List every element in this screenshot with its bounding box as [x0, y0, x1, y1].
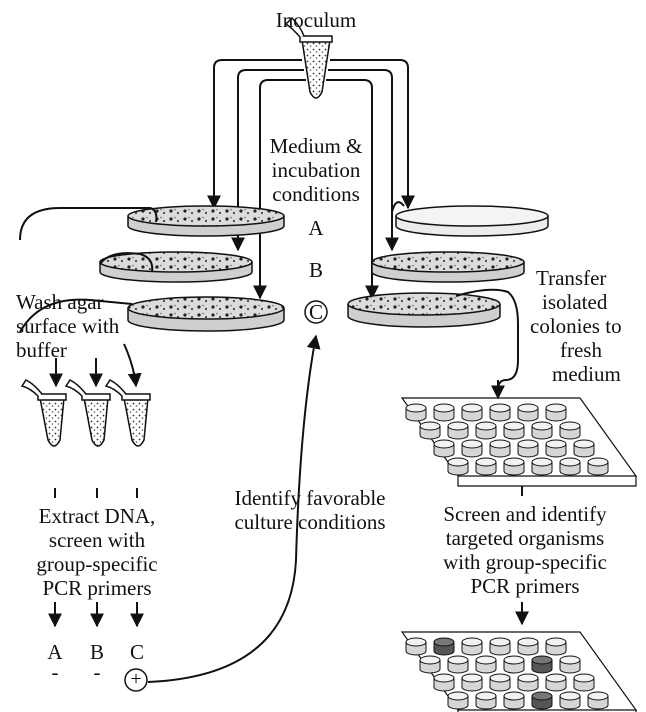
- tube-ticks: [55, 488, 137, 498]
- inoculum-label: Inoculum: [268, 8, 364, 32]
- right-plates: [348, 206, 548, 327]
- well-top: [448, 458, 468, 466]
- well-top: [434, 440, 454, 448]
- well-top: [434, 404, 454, 412]
- tube-b: [66, 380, 110, 446]
- wash-label-3: buffer: [16, 338, 67, 362]
- well-top: [490, 440, 510, 448]
- well-top: [546, 440, 566, 448]
- screen-label-2: targeted organisms: [420, 526, 630, 550]
- well-top: [420, 422, 440, 430]
- well-top: [490, 674, 510, 682]
- result-arrows: [55, 602, 137, 626]
- result-c-label: C: [125, 640, 149, 664]
- well-top: [490, 638, 510, 646]
- well-top: [462, 674, 482, 682]
- well-top: [434, 674, 454, 682]
- well-top: [406, 404, 426, 412]
- screen-label-3: with group-specific: [420, 550, 630, 574]
- result-b-sign: -: [85, 660, 109, 684]
- extract-label-2: screen with: [0, 528, 194, 552]
- well-top: [546, 638, 566, 646]
- well-plate-1: [402, 398, 636, 486]
- well-top: [406, 638, 426, 646]
- well-top: [504, 458, 524, 466]
- well-top: [560, 692, 580, 700]
- medium-label-1: Medium &: [252, 134, 380, 158]
- well-top: [504, 422, 524, 430]
- condition-a-label: A: [296, 216, 336, 240]
- well-top: [560, 422, 580, 430]
- well-top: [560, 458, 580, 466]
- condition-c-label: C: [296, 300, 336, 324]
- wash-arrows: [56, 344, 136, 386]
- well-top: [462, 638, 482, 646]
- well-top: [476, 692, 496, 700]
- transfer-label-1: Transfer: [536, 266, 606, 290]
- well-top: [476, 656, 496, 664]
- well-top: [420, 656, 440, 664]
- well-top: [462, 404, 482, 412]
- well-top: [462, 440, 482, 448]
- well-top: [476, 422, 496, 430]
- plate-left-b: [100, 252, 252, 282]
- well-plate-2: [402, 632, 636, 712]
- tube-a: [22, 380, 66, 446]
- transfer-label-2: isolated: [542, 290, 607, 314]
- plate-right-b: [372, 252, 524, 282]
- well-top: [518, 404, 538, 412]
- identify-label-2: culture conditions: [210, 510, 410, 534]
- well-top: [574, 674, 594, 682]
- well-top: [448, 692, 468, 700]
- extract-label-1: Extract DNA,: [0, 504, 194, 528]
- well-top: [448, 656, 468, 664]
- extraction-tubes: [22, 380, 150, 446]
- well-top: [532, 692, 552, 700]
- well-top: [448, 422, 468, 430]
- well-top: [490, 404, 510, 412]
- result-c-sign: +: [124, 667, 148, 691]
- well-top: [504, 656, 524, 664]
- well-top: [504, 692, 524, 700]
- screen-label-4: PCR primers: [420, 574, 630, 598]
- well-top: [588, 458, 608, 466]
- result-a-sign: -: [43, 660, 67, 684]
- plate-right-c: [348, 293, 500, 327]
- well-top: [532, 422, 552, 430]
- extract-label-3: group-specific: [0, 552, 194, 576]
- transfer-label-5: medium: [552, 362, 621, 386]
- well-top: [588, 692, 608, 700]
- plate-right-a: [396, 206, 548, 236]
- well-top: [476, 458, 496, 466]
- well-top: [532, 458, 552, 466]
- left-plates: [100, 206, 284, 331]
- plate-left-a: [128, 206, 284, 236]
- wash-label-1: Wash agar: [16, 290, 104, 314]
- condition-b-label: B: [296, 258, 336, 282]
- transfer-label-3: colonies to: [530, 314, 622, 338]
- tube-c: [106, 380, 150, 446]
- well-top: [560, 656, 580, 664]
- well-top: [574, 440, 594, 448]
- well-top: [518, 638, 538, 646]
- well-top: [518, 674, 538, 682]
- screen-label-1: Screen and identify: [420, 502, 630, 526]
- identify-label-1: Identify favorable: [210, 486, 410, 510]
- well-top: [546, 404, 566, 412]
- transfer-label-4: fresh: [560, 338, 602, 362]
- well-top: [434, 638, 454, 646]
- well-top: [518, 440, 538, 448]
- well-top: [546, 674, 566, 682]
- plate-left-c: [128, 297, 284, 331]
- extract-label-4: PCR primers: [0, 576, 194, 600]
- medium-label-3: conditions: [252, 182, 380, 206]
- medium-label-2: incubation: [252, 158, 380, 182]
- well-top: [532, 656, 552, 664]
- wash-label-2: surface with: [16, 314, 119, 338]
